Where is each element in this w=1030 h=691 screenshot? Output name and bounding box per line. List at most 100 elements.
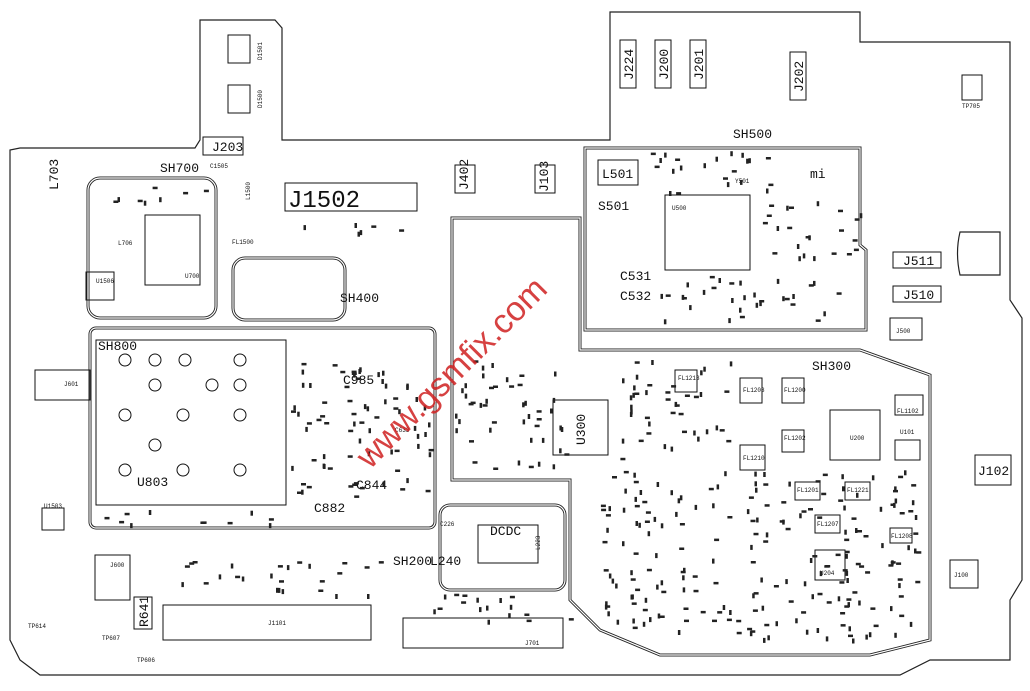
pad (766, 214, 772, 217)
pad (816, 628, 820, 633)
label-d1500: D1500 (257, 90, 264, 108)
pad (841, 474, 844, 480)
pad (755, 302, 759, 308)
label-tp705: TP705 (962, 103, 980, 110)
pad (305, 426, 308, 432)
filter-fl1213 (674, 369, 698, 393)
pad (859, 565, 865, 568)
pad (679, 165, 683, 171)
label-l1500: L1500 (245, 182, 252, 200)
pad (700, 370, 703, 376)
label-u1503: U1503 (44, 503, 62, 510)
connector-j100 (949, 559, 979, 589)
pad (357, 231, 360, 237)
pad (332, 364, 338, 367)
pad (600, 504, 606, 508)
pad (881, 543, 884, 549)
pad (729, 282, 735, 285)
pad (630, 404, 633, 410)
pad (913, 532, 919, 535)
pad (601, 508, 607, 512)
pad (399, 229, 405, 232)
label-c985: C985 (343, 373, 374, 388)
pad (632, 392, 635, 398)
pad (750, 630, 756, 633)
connector-j1101 (162, 604, 372, 641)
pad (374, 416, 380, 419)
pad (679, 523, 685, 526)
pad (768, 183, 774, 187)
label-c633: C633 (395, 427, 410, 434)
pad (846, 598, 852, 601)
pad (455, 413, 458, 419)
pad (815, 319, 821, 322)
pad (351, 412, 357, 416)
label-j202: J202 (792, 61, 807, 92)
label-fl1208: FL1208 (891, 533, 913, 540)
pad (181, 582, 184, 588)
pad (798, 256, 801, 262)
label-u200: U200 (850, 435, 865, 442)
pad (674, 404, 680, 407)
pad (897, 578, 903, 581)
pad (675, 511, 678, 517)
pad (394, 449, 400, 453)
pad (124, 512, 130, 516)
connector-j201 (689, 39, 707, 89)
pad (348, 485, 354, 488)
pad (911, 500, 915, 506)
pad (608, 573, 612, 579)
pad (894, 486, 897, 492)
pad (689, 305, 692, 311)
pad (871, 475, 875, 481)
pad (888, 564, 894, 567)
pad (344, 385, 350, 389)
pad (602, 540, 608, 544)
pad (782, 296, 785, 302)
pad (624, 488, 627, 494)
pad (746, 509, 750, 515)
filter-fl1203 (739, 377, 763, 404)
pad (790, 303, 796, 306)
pad (113, 200, 119, 203)
pad (645, 390, 648, 396)
pad (868, 632, 872, 638)
pad (469, 440, 474, 443)
pad (359, 486, 365, 490)
pad (320, 415, 326, 418)
pad (844, 529, 847, 535)
pad (890, 606, 893, 612)
shield-label-sh500: SH500 (733, 127, 772, 142)
pad (739, 315, 745, 319)
chip-u803 (95, 339, 287, 506)
pad (694, 504, 698, 510)
pad (729, 610, 732, 615)
pad (327, 467, 333, 470)
pad (200, 521, 206, 524)
pad (522, 402, 525, 408)
pad (509, 385, 515, 388)
pad (367, 594, 370, 599)
pad (428, 452, 432, 458)
pad (159, 197, 162, 203)
pad (856, 492, 859, 498)
label-l223: L223 (535, 535, 542, 550)
pad (736, 619, 742, 623)
pad (437, 607, 443, 610)
chip-u300 (552, 399, 609, 456)
pad (684, 394, 690, 397)
pad (879, 506, 883, 512)
pad (812, 555, 818, 558)
pad (699, 392, 703, 397)
pad (462, 594, 468, 597)
pad (347, 399, 353, 403)
pad (764, 623, 770, 627)
pad (677, 630, 681, 635)
pad (845, 553, 848, 559)
pad (663, 319, 667, 325)
shield-sh700: SH700 (86, 161, 218, 320)
pad (808, 284, 814, 287)
pad (359, 230, 363, 236)
pad (739, 280, 742, 286)
